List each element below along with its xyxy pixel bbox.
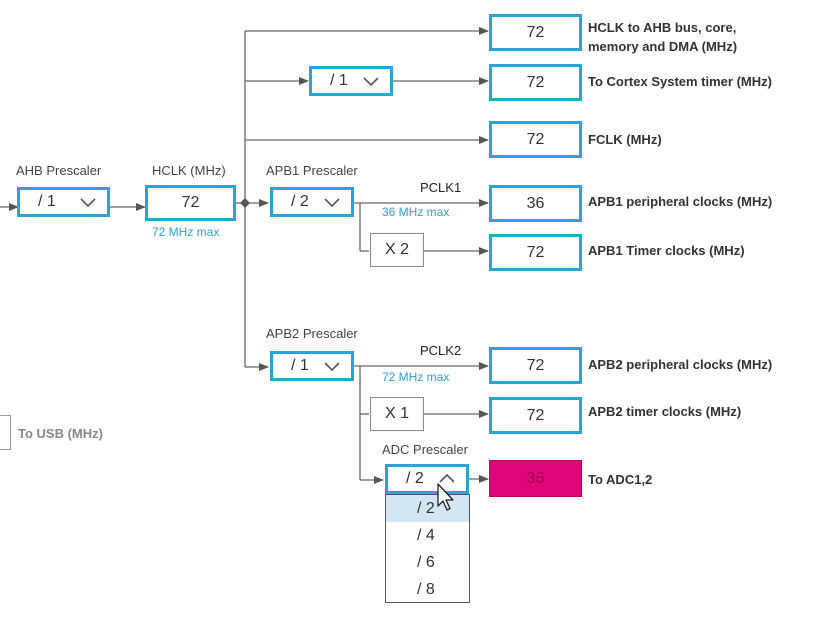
- apb1-periph-label: APB1 peripheral clocks (MHz): [588, 194, 773, 209]
- fclk-label: FCLK (MHz): [588, 132, 662, 147]
- cortex-timer-divider-value: / 1: [330, 72, 348, 89]
- fclk-output-box[interactable]: 72: [489, 121, 582, 158]
- adc-prescaler-label: ADC Prescaler: [382, 442, 468, 457]
- hclk-ahb-output-box[interactable]: 72: [489, 14, 582, 51]
- apb2-periph-label: APB2 peripheral clocks (MHz): [588, 357, 773, 372]
- hclk-ahb-label-line2: memory and DMA (MHz): [588, 39, 738, 54]
- adc-option-div2[interactable]: / 2: [386, 495, 469, 522]
- apb2-prescaler-value: / 1: [291, 357, 309, 374]
- adc-option-div4[interactable]: / 4: [417, 526, 435, 544]
- cortex-timer-output-box[interactable]: 72: [489, 64, 582, 101]
- usb-label: To USB (MHz): [18, 426, 103, 441]
- hclk-input[interactable]: 72: [145, 185, 236, 221]
- chevron-down-icon: [324, 362, 340, 372]
- apb2-timer-output-box[interactable]: 72: [489, 397, 582, 434]
- pclk2-max-note: 72 MHz max: [382, 370, 450, 384]
- pclk1-label: PCLK1: [420, 180, 462, 195]
- hclk-max-note: 72 MHz max: [152, 225, 220, 239]
- apb2-timer-multiplier: X 1: [370, 397, 424, 431]
- apb1-prescaler-select[interactable]: / 2: [270, 187, 354, 217]
- chevron-down-icon: [80, 198, 96, 208]
- apb1-prescaler-value: / 2: [291, 193, 309, 210]
- pclk1-max-note: 36 MHz max: [382, 205, 450, 219]
- ahb-prescaler-label: AHB Prescaler: [16, 163, 102, 178]
- cortex-timer-divider-select[interactable]: / 1: [309, 66, 393, 96]
- apb2-prescaler-label: APB2 Prescaler: [266, 326, 358, 341]
- chevron-down-icon: [363, 77, 379, 87]
- apb1-periph-output-box[interactable]: 36: [489, 185, 582, 222]
- pclk2-label: PCLK2: [420, 343, 462, 358]
- apb1-timer-multiplier: X 2: [370, 233, 424, 267]
- usb-output-box[interactable]: [0, 415, 11, 450]
- apb2-timer-label: APB2 timer clocks (MHz): [588, 404, 742, 419]
- adc-prescaler-dropdown: / 2 / 4 / 6 / 8: [385, 494, 470, 603]
- apb1-timer-label: APB1 Timer clocks (MHz): [588, 243, 745, 258]
- adc-label: To ADC1,2: [588, 472, 653, 487]
- adc-prescaler-select[interactable]: / 2: [385, 464, 469, 494]
- adc-prescaler-value: / 2: [406, 470, 424, 487]
- chevron-up-icon: [439, 473, 455, 483]
- apb2-periph-output-box[interactable]: 72: [489, 347, 582, 384]
- adc-option-div8[interactable]: / 8: [417, 580, 435, 598]
- mouse-cursor-icon: [437, 483, 454, 511]
- hclk-label: HCLK (MHz): [152, 163, 226, 178]
- chevron-down-icon: [324, 198, 340, 208]
- apb1-timer-output-box[interactable]: 72: [489, 234, 582, 271]
- adc-output-box[interactable]: 36: [489, 460, 582, 497]
- adc-option-div6[interactable]: / 6: [417, 553, 435, 571]
- ahb-prescaler-value: / 1: [38, 193, 56, 210]
- apb2-prescaler-select[interactable]: / 1: [270, 351, 354, 381]
- hclk-ahb-label-line1: HCLK to AHB bus, core,: [588, 20, 737, 35]
- apb1-prescaler-label: APB1 Prescaler: [266, 163, 358, 178]
- ahb-prescaler-select[interactable]: / 1: [17, 187, 110, 217]
- cortex-timer-label: To Cortex System timer (MHz): [588, 74, 772, 89]
